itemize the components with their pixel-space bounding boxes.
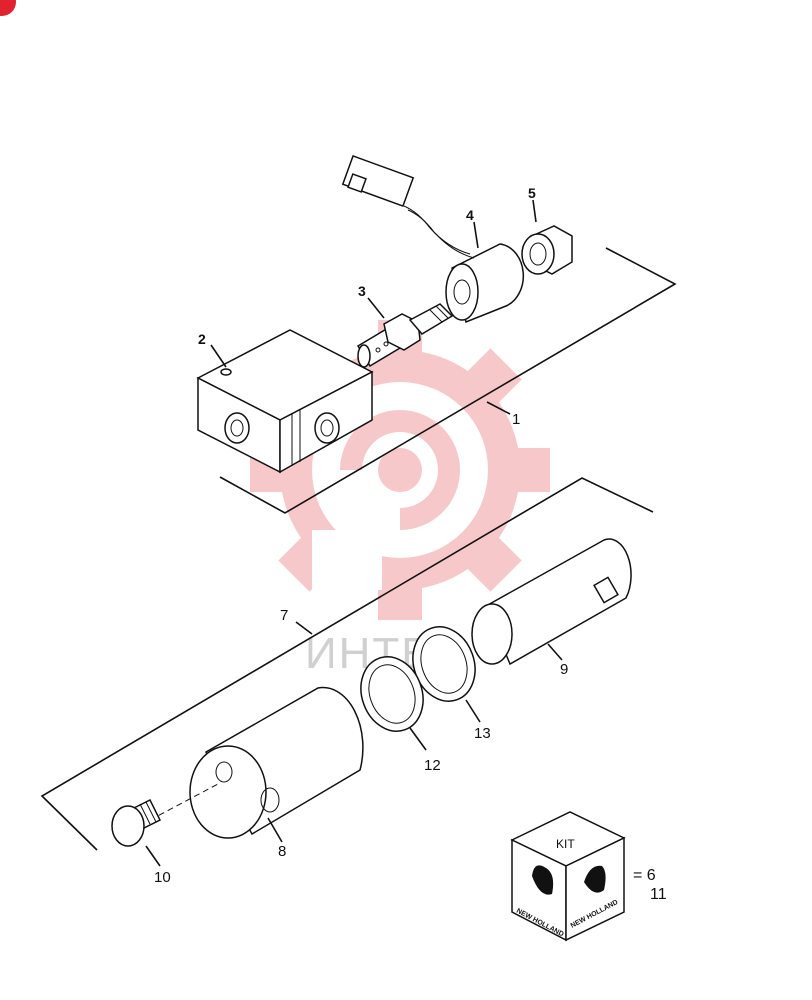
callout-1: 1 [512,411,520,428]
bracket-upper [219,247,677,514]
kit-box: NEW HOLLAND NEW HOLLAND [510,811,626,942]
callout-9: 9 [560,661,568,678]
leader-4 [473,221,479,249]
seal-ring-12 [360,656,424,732]
callout-4: 4 [466,207,474,223]
leader-7 [295,621,313,635]
callout-8: 8 [278,843,286,860]
leader-8 [267,817,283,843]
leader-2 [210,344,227,368]
sleeve [471,538,632,666]
callout-2: 2 [198,331,206,347]
bracket-lower [40,477,654,851]
callout-12: 12 [424,757,441,774]
callout-5: 5 [528,185,536,201]
seal-ring-13 [412,626,476,702]
leader-13 [465,699,481,723]
kit-item-11: 11 [650,886,667,903]
corner-badge [0,0,16,16]
retaining-nut [521,225,573,275]
solenoid-coil [341,154,525,324]
leader-3 [367,297,385,319]
leader-9 [547,643,563,661]
callout-7: 7 [280,607,288,624]
callout-3: 3 [358,283,366,299]
plug [111,798,162,847]
kit-equals-6: = 6 [633,867,656,884]
kit-label: KIT [556,837,575,851]
valve-block [196,329,374,474]
leader-5 [532,199,537,223]
leader-12 [409,727,427,751]
callout-13: 13 [474,725,491,742]
leader-10 [145,845,161,867]
callout-10: 10 [154,869,171,886]
housing [149,686,364,839]
leader-1 [486,401,511,415]
cartridge-stem [356,303,454,368]
